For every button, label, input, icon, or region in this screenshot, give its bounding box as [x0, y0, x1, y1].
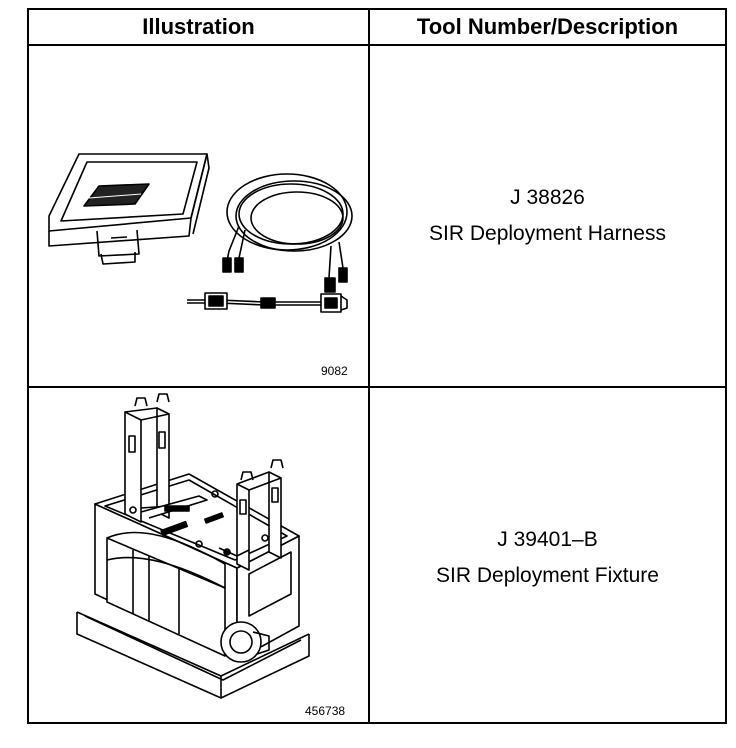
tool-number: J 38826 [510, 186, 585, 209]
tool-description: SIR Deployment Fixture [436, 564, 659, 587]
tool-table: Illustration Tool Number/Description [27, 8, 727, 724]
tool-description: SIR Deployment Harness [429, 222, 666, 245]
deployment-harness-illustration [29, 46, 368, 386]
column-divider [368, 10, 370, 722]
row-divider [29, 386, 725, 388]
tool-number: J 39401–B [497, 528, 598, 551]
header-tool-description: Tool Number/Description [416, 14, 679, 39]
header-divider [29, 44, 725, 46]
deployment-fixture-illustration [29, 388, 368, 724]
fixture-illustration-cell: 456738 [29, 388, 368, 724]
harness-illustration-cell: 9082 [29, 46, 368, 386]
header-illustration: Illustration [142, 14, 255, 39]
figure-number: 456738 [305, 704, 346, 718]
figure-number: 9082 [321, 364, 348, 378]
